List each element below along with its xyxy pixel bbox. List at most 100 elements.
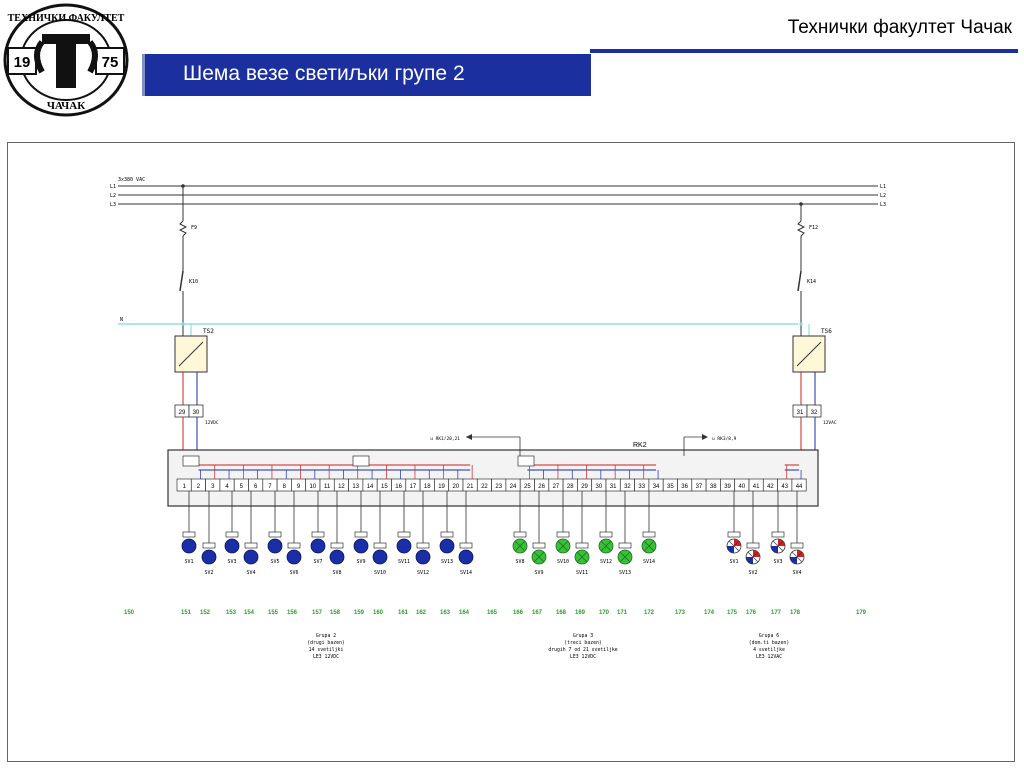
group-description: LE3 12VAC bbox=[756, 654, 782, 660]
terminal-label: 15 bbox=[381, 484, 388, 490]
title-rule bbox=[590, 49, 1018, 53]
lamp-label: SV4 bbox=[246, 570, 255, 576]
net-number: 153 bbox=[226, 610, 237, 616]
feed-point bbox=[352, 455, 370, 467]
terminal-label: 25 bbox=[524, 484, 531, 490]
group-description: 4 svetiljke bbox=[753, 647, 785, 653]
terminal-label: 11 bbox=[324, 484, 331, 490]
group-description: Grupa 2 bbox=[316, 633, 336, 639]
net-number: 173 bbox=[675, 610, 686, 616]
phase-label-left: L3 bbox=[110, 202, 116, 208]
feed-point bbox=[517, 455, 535, 467]
lamp-icon bbox=[353, 538, 369, 554]
net-number: 170 bbox=[599, 610, 610, 616]
net-number: 167 bbox=[532, 610, 543, 616]
lamp-icon bbox=[224, 538, 240, 554]
lamp-label: SV8 bbox=[332, 570, 341, 576]
lamp-cross bbox=[747, 551, 759, 563]
terminal-label: 28 bbox=[567, 484, 574, 490]
institution-name: Технички факултет Чачак bbox=[787, 17, 1012, 38]
terminal-label: 31 bbox=[797, 410, 804, 416]
phase-label-right: L2 bbox=[880, 193, 886, 199]
junction-dot bbox=[181, 322, 185, 326]
terminal-label: 18 bbox=[424, 484, 431, 490]
logo-year-left: 19 bbox=[14, 54, 31, 71]
ref-right-label: u RK3/8,9 bbox=[712, 436, 737, 442]
lamp-label: SV12 bbox=[417, 570, 429, 576]
panel-rk2 bbox=[167, 449, 819, 507]
lamp-icon bbox=[243, 549, 259, 565]
terminal-label: 36 bbox=[681, 484, 688, 490]
net-number: 179 bbox=[856, 610, 867, 616]
group-description: (drugi bazen) bbox=[307, 640, 345, 646]
lamp-label: SV12 bbox=[600, 559, 612, 565]
lamp-socket bbox=[397, 531, 411, 538]
terminal-label: 22 bbox=[481, 484, 488, 490]
lamp-label: SV2 bbox=[748, 570, 757, 576]
terminal-label: 40 bbox=[739, 484, 746, 490]
lamp-icon bbox=[415, 549, 431, 565]
group-description: (treci bazen) bbox=[564, 640, 602, 646]
terminal-label: 10 bbox=[310, 484, 317, 490]
lamp-socket bbox=[244, 542, 258, 549]
net-number: 169 bbox=[575, 610, 586, 616]
terminal-label: 26 bbox=[538, 484, 545, 490]
lamp-socket bbox=[746, 542, 760, 549]
title-bar: Шема везе светиљки групе 2 bbox=[145, 54, 591, 96]
lamp-label: SV11 bbox=[576, 570, 588, 576]
lamp-label: SV10 bbox=[557, 559, 569, 565]
group-description: (dom.ti bazen) bbox=[749, 640, 789, 646]
terminal-label: 13 bbox=[352, 484, 359, 490]
lamp-socket bbox=[556, 531, 570, 538]
lamp-cross bbox=[557, 540, 569, 552]
terminal-label: 42 bbox=[767, 484, 774, 490]
lamp-cross bbox=[772, 540, 784, 552]
transformer-label: TS6 bbox=[821, 328, 832, 335]
lamp-label: SV4 bbox=[792, 570, 801, 576]
lamp-label: SV9 bbox=[356, 559, 365, 565]
lamp-socket bbox=[202, 542, 216, 549]
terminal-label: 29 bbox=[179, 410, 186, 416]
net-number: 161 bbox=[398, 610, 409, 616]
supply-label: 3x380 VAC bbox=[118, 177, 145, 183]
lamp-label: SV5 bbox=[270, 559, 279, 565]
net-number: 168 bbox=[556, 610, 567, 616]
lamp-socket bbox=[532, 542, 546, 549]
panel-label: RK2 bbox=[633, 442, 647, 449]
lamp-label: SV14 bbox=[643, 559, 655, 565]
phase-label-right: L1 bbox=[880, 184, 886, 190]
lamp-socket bbox=[182, 531, 196, 538]
lamp-socket bbox=[575, 542, 589, 549]
lamp-label: SV6 bbox=[289, 570, 298, 576]
net-number: 154 bbox=[244, 610, 255, 616]
lamp-icon bbox=[396, 538, 412, 554]
lamp-socket bbox=[354, 531, 368, 538]
lamp-cross bbox=[600, 540, 612, 552]
terminal-label: 2 bbox=[197, 484, 201, 490]
net-number: 155 bbox=[268, 610, 279, 616]
switch-label: K14 bbox=[807, 279, 816, 285]
lamp-cross bbox=[791, 551, 803, 563]
lamp-label: SV14 bbox=[460, 570, 472, 576]
terminal-label: 33 bbox=[638, 484, 645, 490]
lamp-icon bbox=[201, 549, 217, 565]
lamp-label: SV8 bbox=[515, 559, 524, 565]
fuse-icon bbox=[796, 220, 806, 237]
lamp-cross bbox=[728, 540, 740, 552]
terminal-box bbox=[806, 404, 822, 418]
terminal-label: 32 bbox=[811, 410, 818, 416]
neutral-label: N bbox=[120, 317, 123, 323]
lamp-socket bbox=[268, 531, 282, 538]
group-description: LE3 12VDC bbox=[570, 654, 596, 660]
lamp-label: SV1 bbox=[184, 559, 193, 565]
lamp-label: SV11 bbox=[398, 559, 410, 565]
net-number: 177 bbox=[771, 610, 782, 616]
lamp-icon bbox=[181, 538, 197, 554]
lamp-label: SV3 bbox=[773, 559, 782, 565]
net-number: 163 bbox=[440, 610, 451, 616]
terminal-label: 43 bbox=[781, 484, 788, 490]
lamp-label: SV13 bbox=[619, 570, 631, 576]
lamp-socket bbox=[373, 542, 387, 549]
